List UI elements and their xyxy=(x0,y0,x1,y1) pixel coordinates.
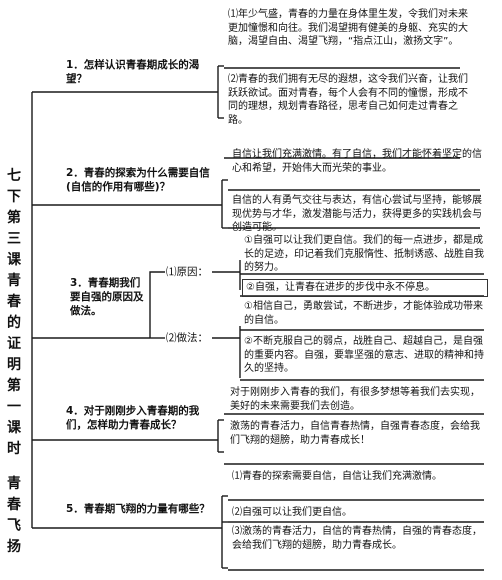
q3-method-label: ⑵做法： xyxy=(166,332,208,344)
q3-reason-answer-2: ②自强，让青春在进步的步伐中永不停息。 xyxy=(242,279,488,297)
q3-method-answer-2: ②不断克服自己的弱点，战胜自己、超越自己，是自强的重要内容。自强，要靠坚强的意志… xyxy=(244,336,484,375)
q5-answer-1: ⑴青春的探索需要自信，自信让我们充满激情。 xyxy=(232,471,442,482)
q5-answer-3: ⑶激荡的青春活力，自信的青春热情，自强的青春态度，会给我们飞翔的翅膀，助力青春成… xyxy=(232,526,482,551)
q3-method-answer-1: ①相信自己，勇敢尝试，不断进步，才能体验成功带来的自信。 xyxy=(244,301,483,326)
q4-answer-2: 激荡的青春活力，自信青春热情，自强青春态度，会给我们飞翔的翅膀，助力青春成长！ xyxy=(230,421,480,446)
q3-reason-label: ⑴原因： xyxy=(166,266,208,278)
question-2: 2．青春的探索为什么需要自信(自信的作用有哪些)？ xyxy=(66,167,210,193)
vertical-title: 七下第三课青春的证明第一课时 青春飞扬 xyxy=(4,166,24,558)
q2-answer-1: 自信让我们充满激情。有了自信，我们才能怀着坚定的信心和希望，开始伟大而光荣的事业… xyxy=(232,149,482,174)
question-1: 1．怎样认识青春期成长的渴望？ xyxy=(66,59,200,85)
title-main: 七下第三课青春的证明第一课时 xyxy=(7,168,21,457)
q3-reason-answer-1: ①自强可以让我们更自信。我们的每一点进步，都是成长的足迹，印记着我们克服惰性、抵… xyxy=(244,235,484,274)
q5-answer-2: ⑵自强可以让我们更自信。 xyxy=(232,507,352,518)
question-5: 5．青春期飞翔的力量有哪些？ xyxy=(66,503,210,515)
q4-answer-1: 对于刚刚步入青春的我们，有很多梦想等着我们去实现，美好的未来需要我们去创造。 xyxy=(230,387,480,412)
q2-answer-2: 自信的人有勇气交往与表达，有信心尝试与坚持，能够展现优势与才华，激发潜能与活力，… xyxy=(232,195,482,234)
question-3: 3．青春期我们要自强的原因及做法。 xyxy=(70,277,144,317)
q1-answer-2: ⑵青春的我们拥有无尽的遐想，这令我们兴奋，让我们跃跃欲试。面对青春，每个人会有不… xyxy=(228,74,468,126)
q1-answer-1: ⑴年少气盛，青春的力量在身体里生发，令我们对未来更加憧憬和向往。我们渴望拥有健美… xyxy=(228,9,468,48)
title-sub: 青春飞扬 xyxy=(7,476,21,555)
q3-reason-fork xyxy=(149,271,165,338)
question-4: 4．对于刚刚步入青春期的我们，怎样助力青春成长？ xyxy=(66,405,200,431)
